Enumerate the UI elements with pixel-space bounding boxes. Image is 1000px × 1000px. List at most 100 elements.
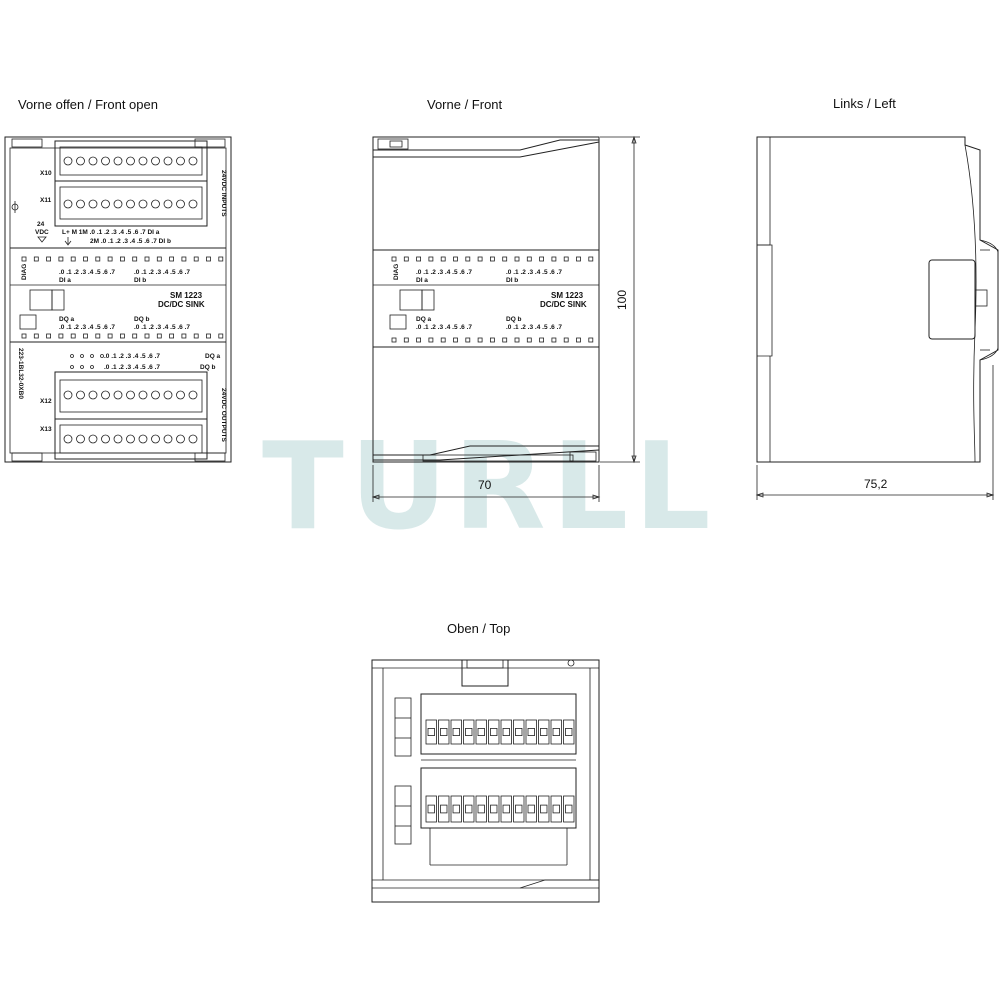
output-dot xyxy=(100,354,104,358)
terminal-cell xyxy=(525,719,537,745)
led xyxy=(169,256,175,262)
terminal-cell xyxy=(488,719,500,745)
terminal-holes-x13 xyxy=(63,434,198,444)
terminal-hole xyxy=(188,199,198,209)
led xyxy=(440,337,446,343)
terminal-screw xyxy=(540,804,548,814)
top-view xyxy=(371,659,600,903)
front-di-a-label: DI a xyxy=(416,277,428,284)
terminal-hole xyxy=(63,156,73,166)
terminal-cell xyxy=(438,719,450,745)
terminal-screw xyxy=(515,728,523,737)
terminal-screw xyxy=(465,804,473,814)
led xyxy=(33,256,39,262)
terminal-hole xyxy=(151,390,160,400)
output-dot xyxy=(70,354,74,358)
terminal-screw xyxy=(515,804,523,814)
output-dot xyxy=(90,354,94,358)
led xyxy=(428,337,434,343)
led xyxy=(181,256,187,262)
led xyxy=(539,337,544,343)
led xyxy=(489,256,495,262)
led xyxy=(514,337,520,343)
terminal-screw xyxy=(527,804,535,814)
front-open-view: X10 X11 24VDC INPUTS 24 VDC L+ M 1M .0 .… xyxy=(4,136,232,463)
terminal-screw xyxy=(477,804,485,814)
front-module-name: SM 1223 xyxy=(551,291,584,300)
terminal-hole xyxy=(176,199,185,209)
side-inputs-label: 24VDC INPUTS xyxy=(220,170,227,217)
led xyxy=(563,256,569,262)
power-vdc-label: VDC xyxy=(35,229,49,236)
power-row-label: L+ M 1M .0 .1 .2 .3 .4 .5 .6 .7 DI a xyxy=(62,229,160,236)
led xyxy=(453,337,458,343)
terminal-hole xyxy=(188,390,198,400)
terminal-hole xyxy=(126,199,135,209)
power-24-label: 24 xyxy=(37,221,45,228)
down-arrow-icon xyxy=(64,237,72,246)
terminal-hole xyxy=(151,434,160,444)
led xyxy=(453,256,458,262)
depth-dimension: 75,2 xyxy=(864,477,888,491)
front-view: DIAG .0 .1 .2 .3 .4 .5 .6 .7 .0 .1 .2 .3… xyxy=(371,135,640,502)
terminal-cell xyxy=(563,719,575,745)
led xyxy=(477,256,483,262)
led xyxy=(58,256,64,262)
di-a-label: DI a xyxy=(59,277,71,284)
terminal-hole xyxy=(126,434,135,444)
front-module-type: DC/DC SINK xyxy=(540,300,587,309)
terminal-screw xyxy=(540,728,548,737)
front-open-title: Vorne offen / Front open xyxy=(18,97,158,112)
module-type: DC/DC SINK xyxy=(158,300,205,309)
led xyxy=(576,337,581,343)
dq-a-label: DQ a xyxy=(59,316,75,323)
terminal-hole xyxy=(176,434,185,444)
terminal-screw xyxy=(527,728,535,737)
led xyxy=(502,256,508,262)
led xyxy=(144,333,150,339)
terminal-hole xyxy=(138,156,148,166)
terminal-hole xyxy=(151,199,160,209)
terminal-screw xyxy=(490,728,498,737)
led xyxy=(563,337,569,343)
terminal-screw xyxy=(452,728,460,737)
terminal-hole xyxy=(88,199,98,209)
di-b-label: DI b xyxy=(134,277,146,284)
terminal-hole xyxy=(163,390,173,400)
terminal-hole xyxy=(101,156,110,166)
led xyxy=(514,256,520,262)
terminal-hole xyxy=(113,434,123,444)
terminal-hole xyxy=(76,156,85,166)
terminal-screw xyxy=(502,728,510,737)
front-led-row-top xyxy=(391,256,594,262)
front-dq-a-channels: .0 .1 .2 .3 .4 .5 .6 .7 xyxy=(416,324,472,331)
front-led-row-bottom xyxy=(391,337,594,343)
led xyxy=(193,256,199,262)
connector-x13-label: X13 xyxy=(40,426,52,433)
module-name: SM 1223 xyxy=(170,291,203,300)
terminal-cell xyxy=(513,719,525,745)
terminal-screw xyxy=(427,804,435,814)
terminal-cell xyxy=(475,795,487,823)
connector-x12-label: X12 xyxy=(40,398,52,405)
terminal-screw xyxy=(440,728,448,737)
led xyxy=(33,333,39,339)
front-di-b-label: DI b xyxy=(506,277,518,284)
led xyxy=(218,333,224,339)
terminal-cell xyxy=(425,719,437,745)
top-terminals-upper xyxy=(425,719,575,745)
top-title: Oben / Top xyxy=(447,621,510,636)
terminal-holes-x11 xyxy=(63,199,198,209)
led xyxy=(46,256,51,262)
led xyxy=(403,337,409,343)
terminal-cell xyxy=(550,795,562,823)
led xyxy=(440,256,446,262)
width-dimension: 70 xyxy=(478,478,492,492)
led xyxy=(588,337,594,343)
output-dot xyxy=(70,365,74,369)
terminal-hole xyxy=(176,156,185,166)
led xyxy=(83,256,88,262)
watermark: TURLL xyxy=(262,418,717,557)
di-a-channels: .0 .1 .2 .3 .4 .5 .6 .7 xyxy=(59,269,115,276)
